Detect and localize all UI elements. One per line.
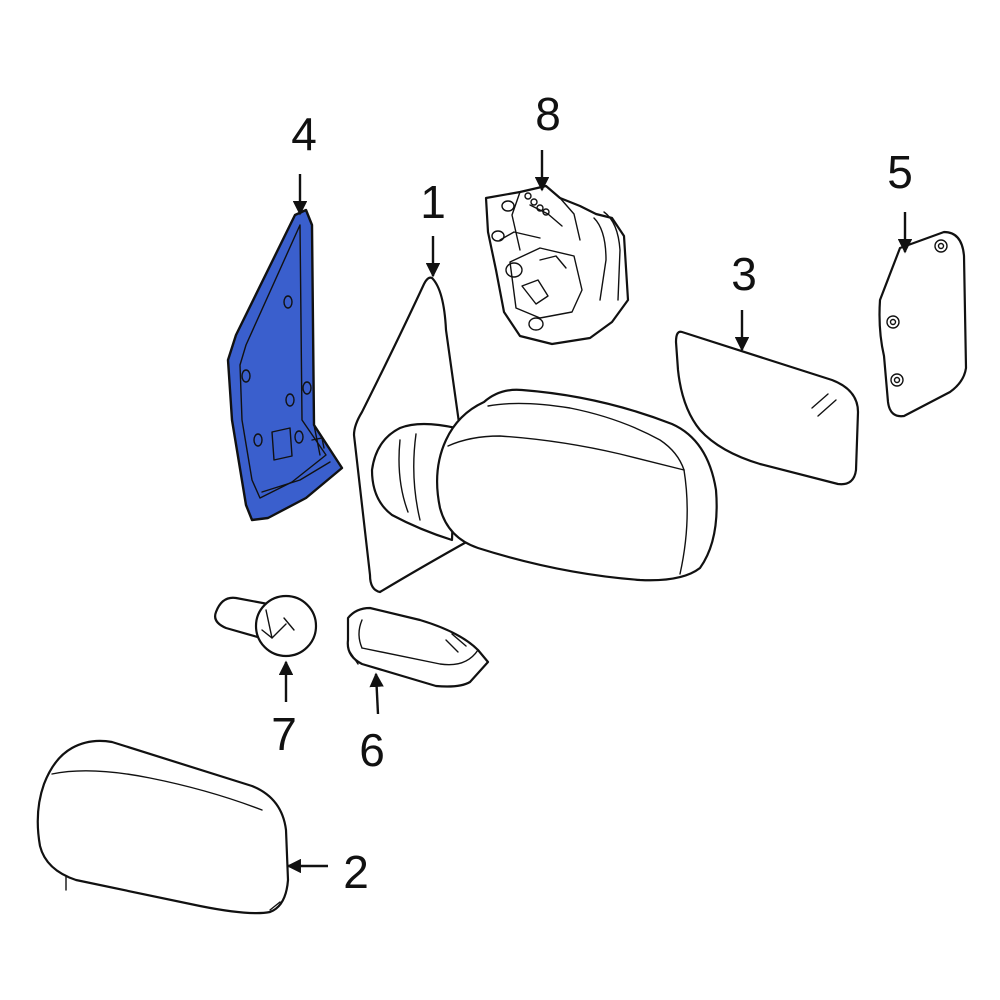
callout-labels: 1 2 3 4 5 6 7 8 <box>271 88 913 898</box>
signal-lamp-part[interactable] <box>346 606 490 688</box>
mirror-assembly-part[interactable] <box>352 276 718 594</box>
callout-2: 2 <box>343 846 369 898</box>
mirror-glass-part[interactable] <box>674 330 860 486</box>
callout-7: 7 <box>271 708 297 760</box>
arrow-6 <box>369 672 384 715</box>
callout-3: 3 <box>731 248 757 300</box>
callout-8: 8 <box>535 88 561 140</box>
mirror-cover-part[interactable] <box>36 739 290 915</box>
mount-bracket-part[interactable] <box>226 208 344 522</box>
callout-6: 6 <box>359 724 385 776</box>
callout-4: 4 <box>291 108 317 160</box>
callout-arrows <box>278 150 913 874</box>
callout-5: 5 <box>887 146 913 198</box>
callout-1: 1 <box>420 176 446 228</box>
motor-part[interactable] <box>484 184 630 346</box>
bulb-part[interactable] <box>214 594 318 658</box>
bracket-highlight <box>226 208 344 522</box>
backing-plate-part[interactable] <box>878 230 968 418</box>
